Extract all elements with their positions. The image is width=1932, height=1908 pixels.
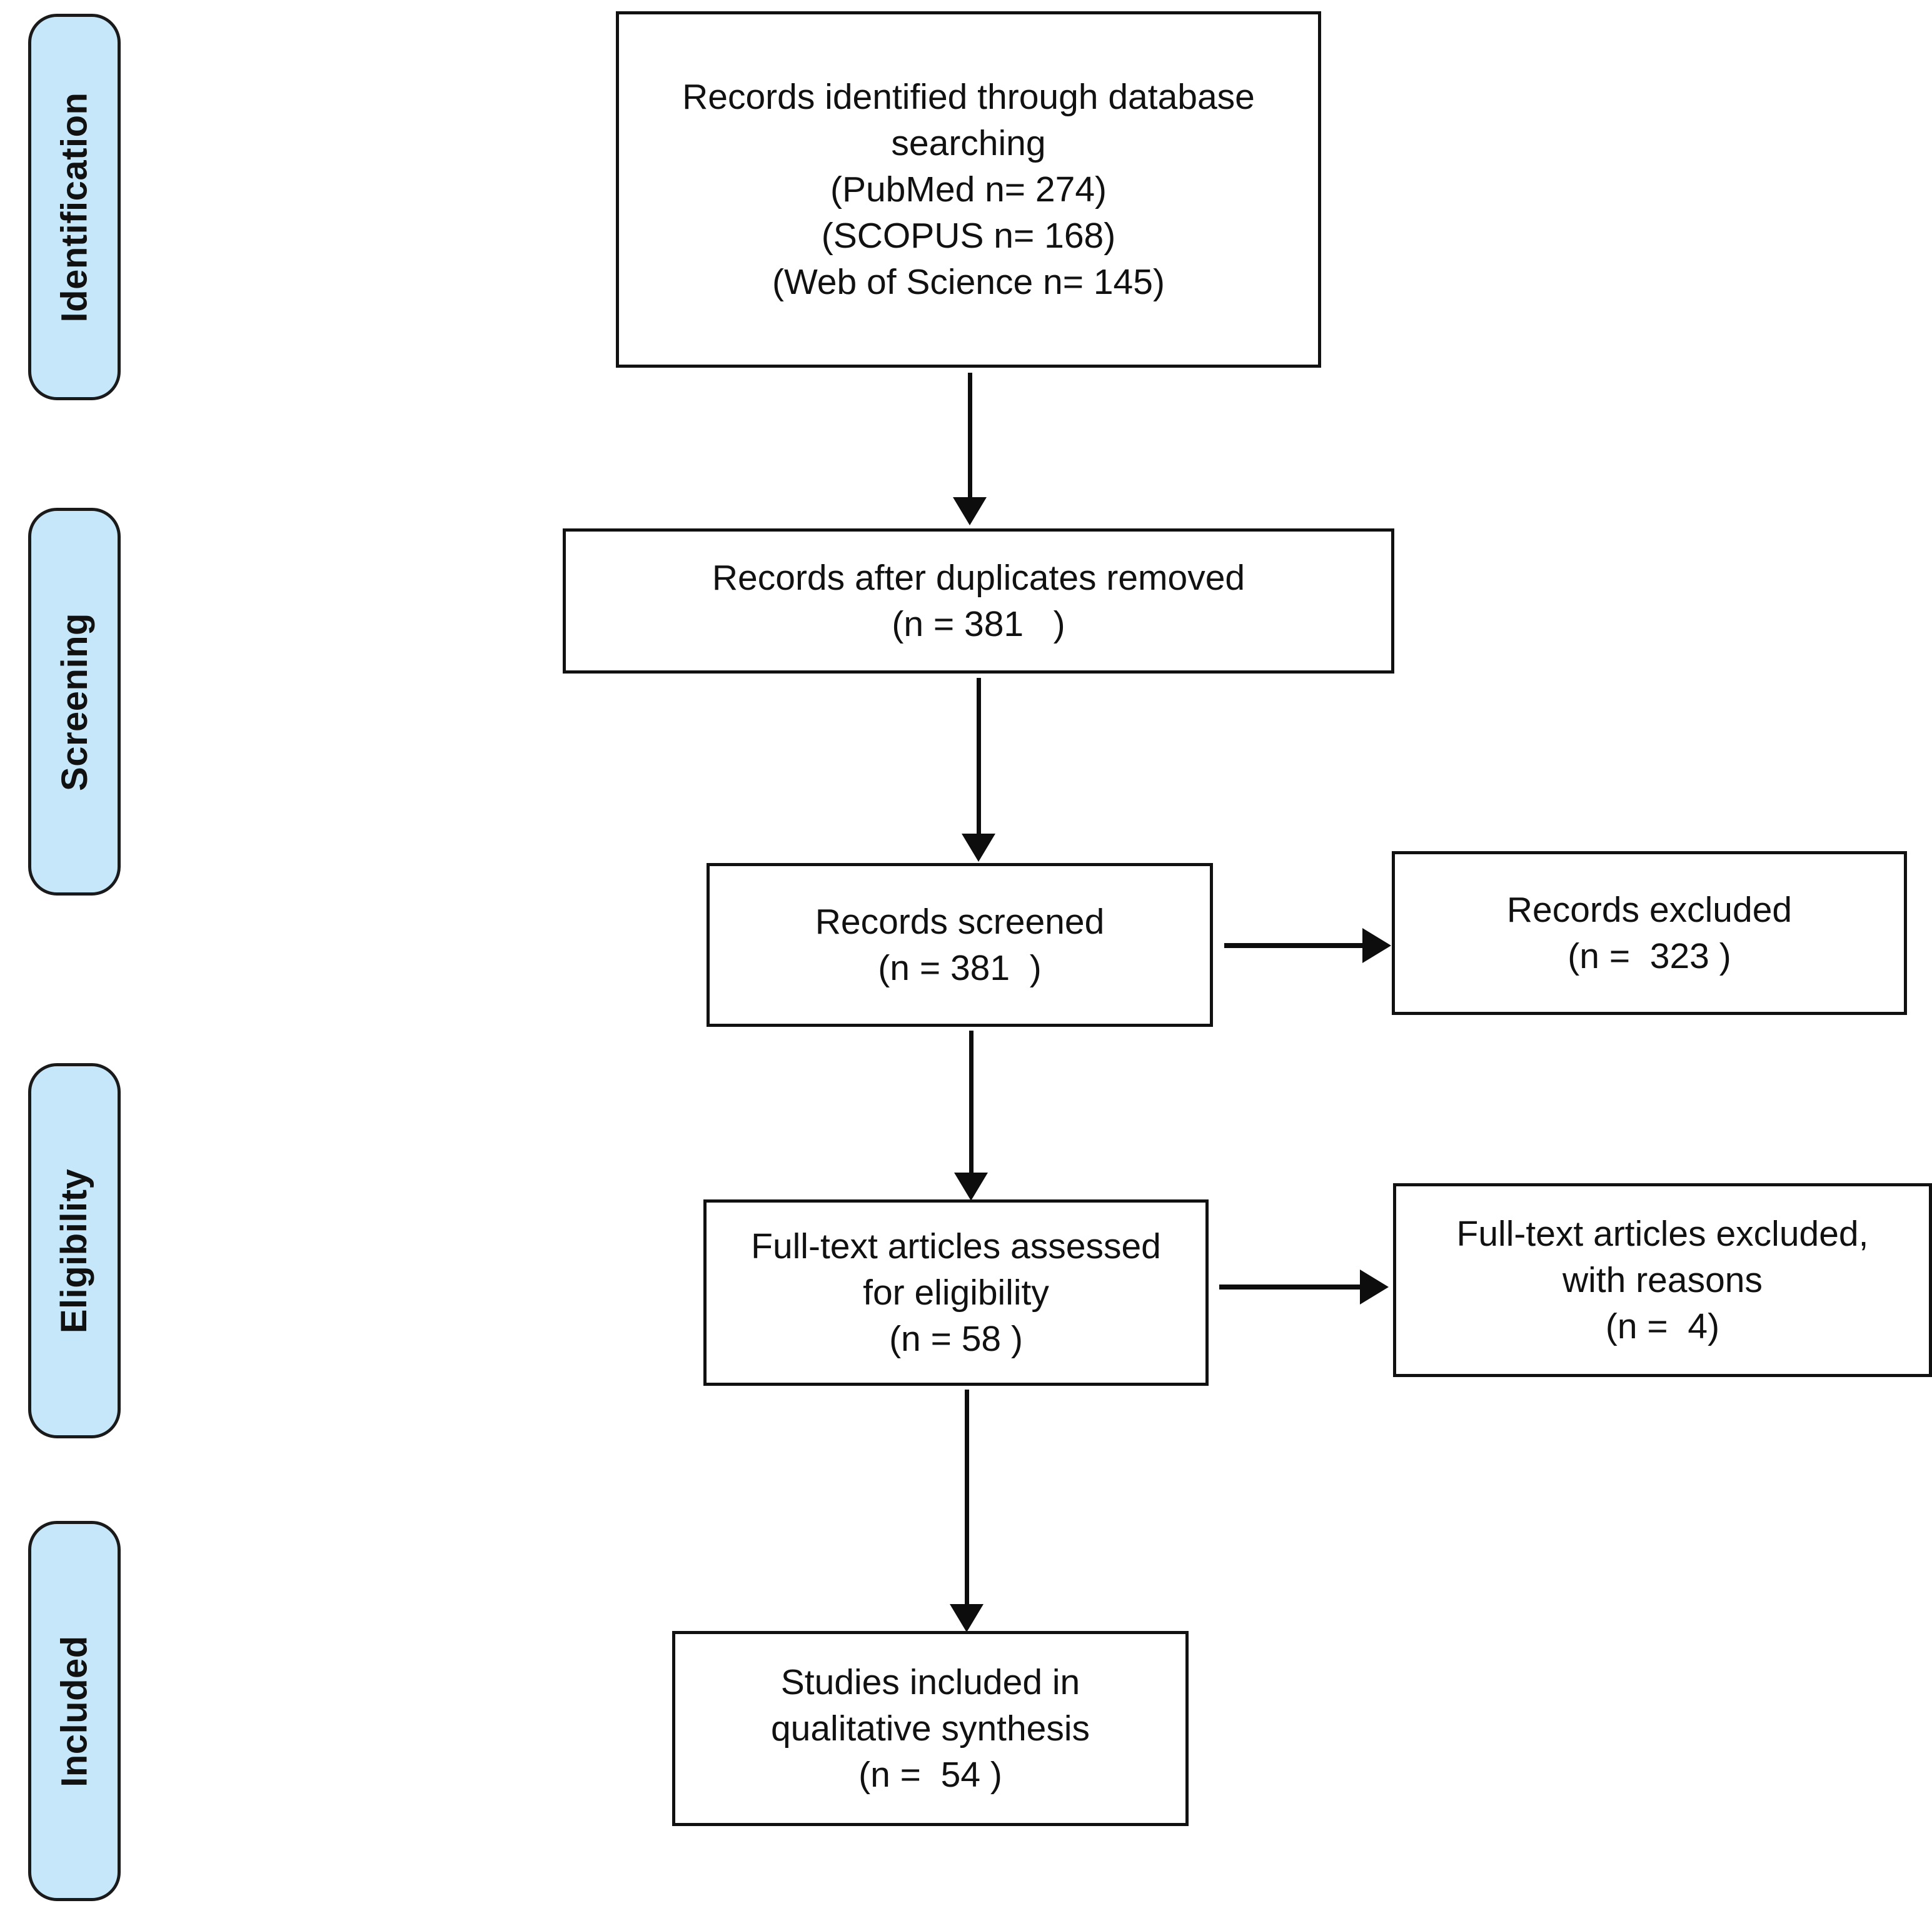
box-line: Records screened: [815, 901, 1105, 942]
stage-pill-screening: Screening: [28, 508, 121, 896]
box-line: Records excluded: [1506, 889, 1793, 930]
box-included-studies: Studies included in qualitative synthesi…: [672, 1631, 1189, 1826]
box-line: qualitative synthesis: [770, 1708, 1090, 1749]
box-line: (n = 4): [1605, 1306, 1720, 1347]
stage-label-identification: Identification: [54, 92, 95, 322]
box-line: Records identified through database: [682, 76, 1255, 117]
box-records-after-duplicates: Records after duplicates removed (n = 38…: [563, 528, 1394, 674]
box-line: (n = 381 ): [878, 948, 1042, 988]
box-line: with reasons: [1562, 1259, 1763, 1300]
stage-label-screening: Screening: [54, 612, 95, 791]
box-fulltext-excluded: Full-text articles excluded, with reason…: [1393, 1183, 1932, 1377]
box-line: searching: [891, 123, 1046, 163]
stage-pill-included: Included: [28, 1521, 121, 1901]
box-line: (Web of Science n= 145): [772, 262, 1165, 303]
box-records-screened: Records screened (n = 381 ): [707, 863, 1213, 1027]
arrow-shaft: [965, 1390, 969, 1605]
box-line: for eligibility: [863, 1272, 1049, 1313]
box-line: Full-text articles excluded,: [1456, 1213, 1869, 1254]
box-line: (n = 381 ): [892, 604, 1065, 644]
box-line: Studies included in: [780, 1662, 1080, 1702]
box-line: (n = 54 ): [858, 1755, 1002, 1795]
arrow-head-down-icon: [953, 497, 987, 525]
stage-pill-identification: Identification: [28, 14, 121, 400]
box-line: Full-text articles assessed: [751, 1226, 1161, 1266]
stage-label-included: Included: [54, 1635, 95, 1787]
arrow-shaft: [969, 1031, 974, 1173]
arrow-shaft: [1224, 943, 1363, 948]
arrow-head-right-icon: [1362, 928, 1391, 963]
box-line: (PubMed n= 274): [830, 169, 1107, 209]
box-records-identified: Records identified through database sear…: [616, 11, 1321, 368]
arrow-head-down-icon: [950, 1604, 984, 1632]
arrow-shaft: [977, 678, 981, 834]
stage-label-eligibility: Eligibility: [54, 1168, 95, 1333]
box-line: (n = 58 ): [889, 1319, 1023, 1360]
arrow-head-down-icon: [962, 834, 995, 862]
box-line: Records after duplicates removed: [712, 557, 1245, 598]
box-line: (SCOPUS n= 168): [821, 216, 1116, 256]
arrow-head-down-icon: [954, 1173, 988, 1201]
stage-pill-eligibility: Eligibility: [28, 1063, 121, 1438]
arrow-shaft: [968, 373, 972, 498]
arrow-head-right-icon: [1360, 1269, 1389, 1305]
arrow-shaft: [1219, 1285, 1361, 1290]
box-fulltext-assessed: Full-text articles assessed for eligibil…: [703, 1199, 1209, 1386]
box-line: (n = 323 ): [1567, 936, 1731, 976]
box-records-excluded: Records excluded (n = 323 ): [1392, 851, 1907, 1015]
